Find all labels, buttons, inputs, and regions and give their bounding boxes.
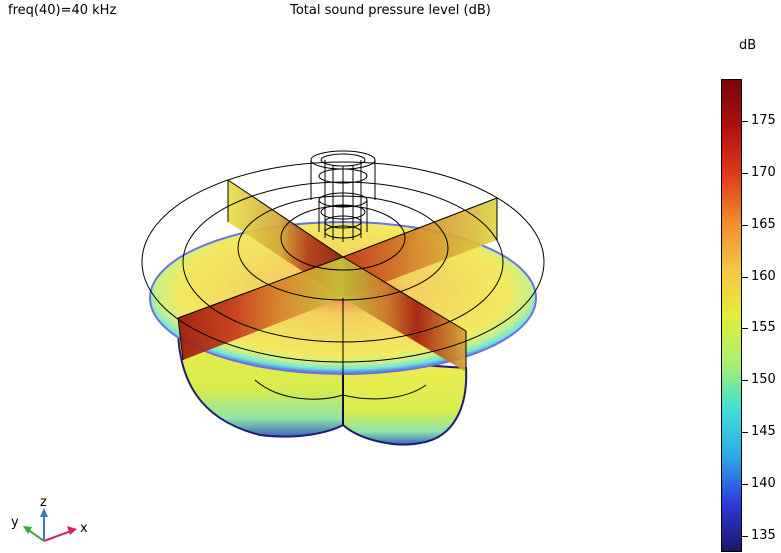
x-axis-arrowhead — [67, 526, 77, 535]
colorbar-tick-mark — [742, 224, 748, 226]
colorbar-tick-mark — [742, 432, 748, 434]
frequency-label: freq(40)=40 kHz — [8, 3, 117, 18]
plot-title: Total sound pressure level (dB) — [290, 3, 491, 18]
colorbar-tick-mark — [742, 328, 748, 330]
colorbar-tick-mark — [742, 484, 748, 486]
colorbar-tick-label: 145 — [751, 424, 776, 440]
colorbar-tick-label: 150 — [751, 372, 776, 388]
cut-plane-front-left — [178, 257, 343, 360]
x-axis-arrow — [43, 530, 72, 542]
z-axis-arrowhead — [40, 508, 48, 517]
colorbar-tick-label: 170 — [751, 164, 776, 180]
colorbar-tick-label: 165 — [751, 216, 776, 232]
colorbar-tick-mark — [742, 536, 748, 538]
colorbar-tick-mark — [742, 380, 748, 382]
colorbar-tick-label: 140 — [751, 476, 776, 492]
y-axis-arrow — [26, 528, 45, 542]
x-axis-label: x — [80, 521, 88, 536]
geometry-wireframe — [141, 150, 545, 425]
z-axis-label: z — [40, 495, 47, 510]
colorbar-tick-mark — [742, 172, 748, 174]
cut-plane-front-right — [343, 257, 466, 372]
y-axis-arrowhead — [23, 526, 32, 534]
axis-triad: x z y — [11, 495, 88, 542]
colorbar-unit-label: dB — [739, 38, 757, 53]
colorbar-tick-label: 160 — [751, 268, 776, 284]
colorbar-tick-label: 155 — [751, 320, 776, 336]
colorbar-tick-label: 135 — [751, 528, 776, 544]
colorbar-tick-mark — [742, 120, 748, 122]
cut-plane-right-back — [343, 198, 497, 298]
colorbar-tick-mark — [742, 276, 748, 278]
y-axis-label: y — [11, 515, 19, 530]
colorbar — [721, 79, 742, 552]
colorbar-tick-label: 175 — [751, 112, 776, 128]
lower-lobe-right — [342, 358, 468, 446]
